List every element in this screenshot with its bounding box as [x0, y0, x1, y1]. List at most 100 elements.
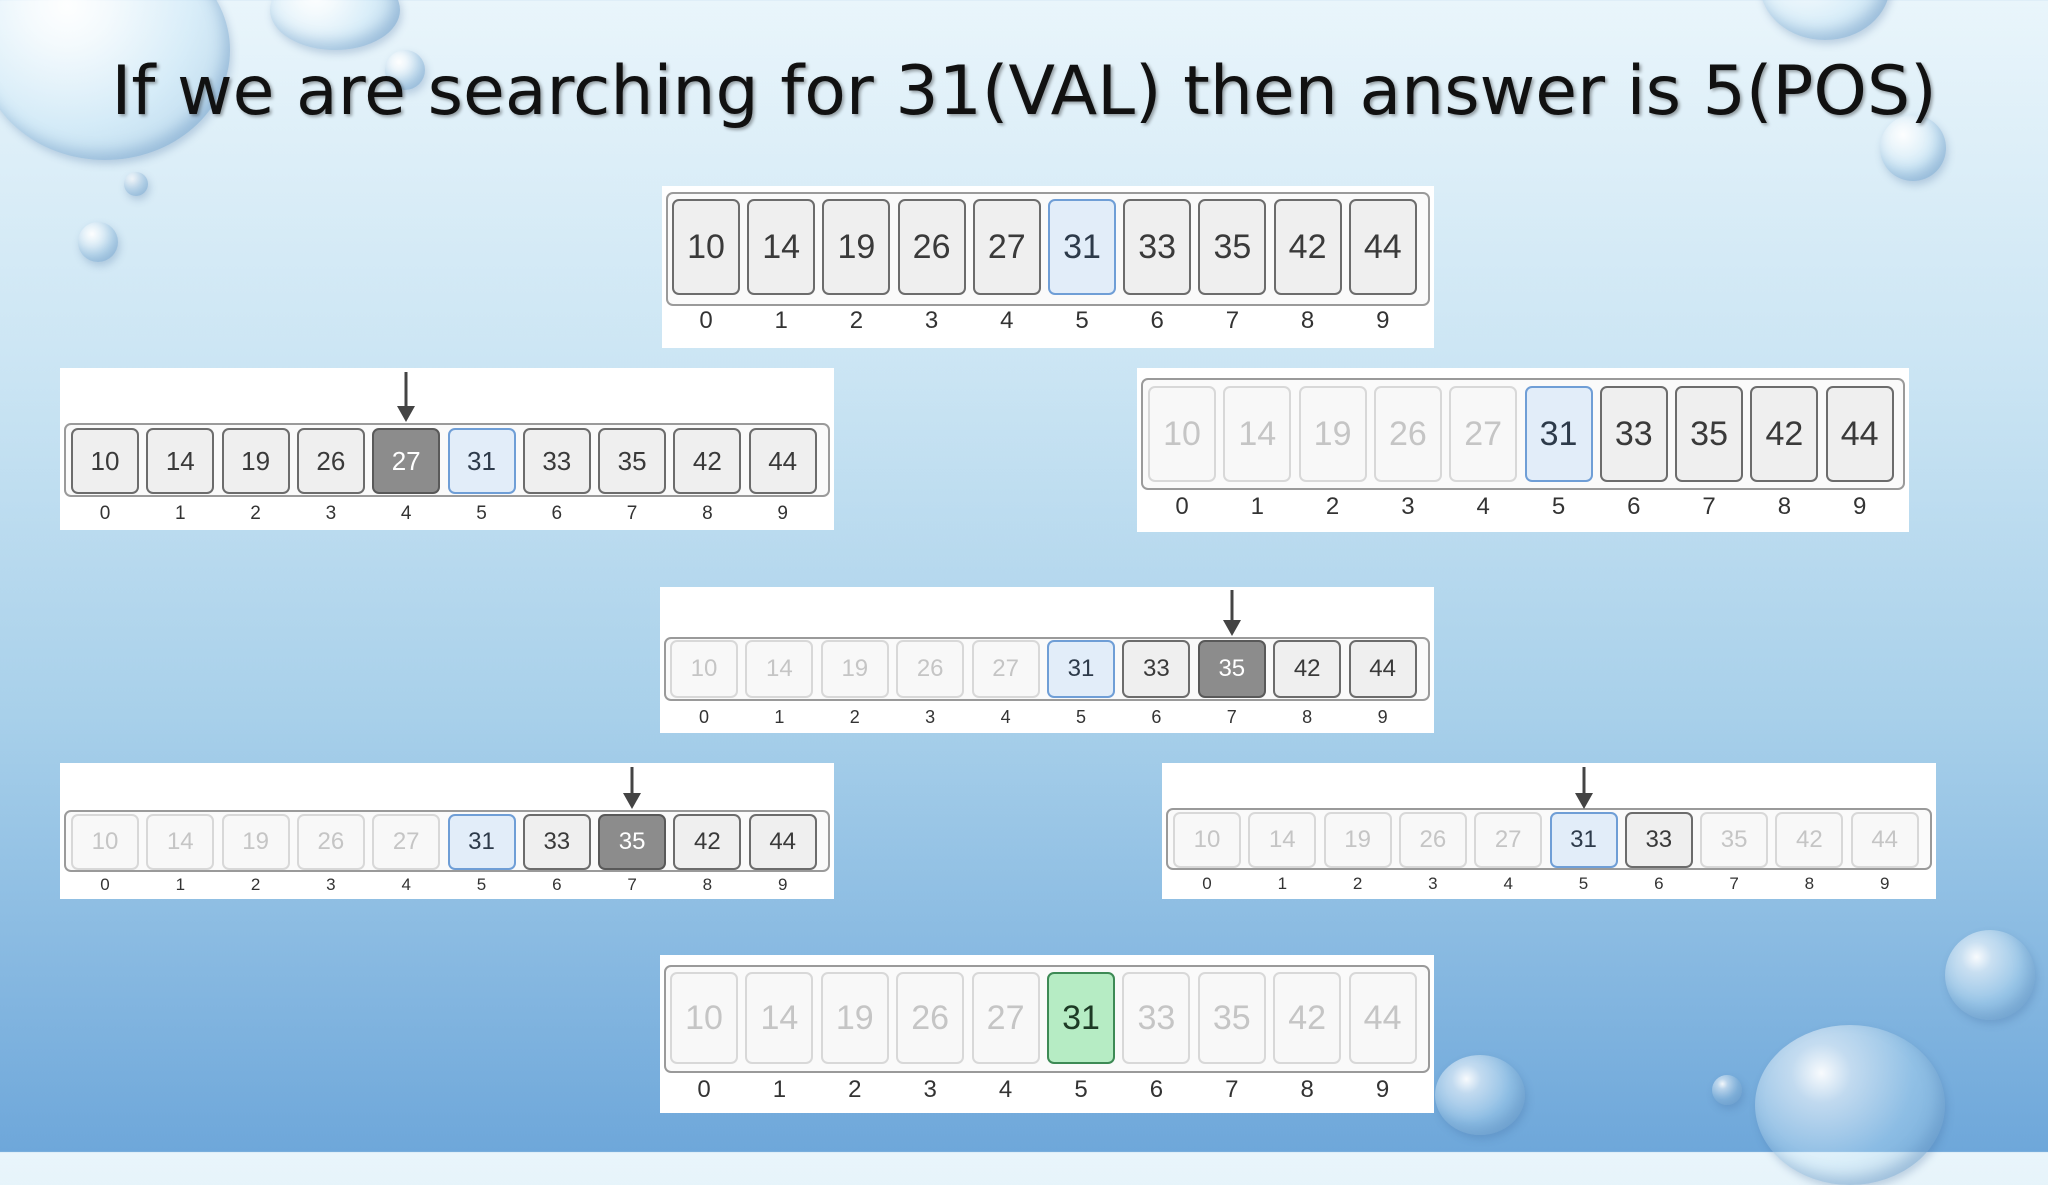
array-cell: 44 [1850, 812, 1919, 868]
array-cell: 19 [820, 972, 889, 1064]
array-index-label: 1 [1277, 874, 1288, 893]
array-cell: 19 [1323, 812, 1392, 868]
array-cell: 14 [146, 428, 215, 494]
water-drop-decoration [1945, 930, 2035, 1020]
water-drop-decoration [78, 222, 118, 262]
array-index-label: 5 [1075, 707, 1086, 727]
array-cell: 44 [1348, 972, 1417, 1064]
array-index-label: 8 [702, 875, 713, 894]
array-cell: 35 [1197, 972, 1266, 1064]
water-drop-decoration [1755, 1025, 1945, 1185]
array-index-label: 3 [924, 307, 939, 334]
array-cell: 44 [1348, 199, 1417, 295]
array-index-label: 7 [1225, 1076, 1239, 1103]
array-cell: 42 [1273, 199, 1342, 295]
array-index-label: 9 [1853, 493, 1867, 520]
array-index-label: 5 [476, 503, 487, 524]
array-index-label: 2 [250, 503, 261, 524]
array-index-label: 0 [697, 1076, 711, 1103]
water-drop-decoration [270, 0, 400, 50]
array-index-label: 4 [1476, 493, 1490, 520]
array-cell: 19 [1298, 386, 1367, 482]
array-cell: 27 [372, 814, 441, 870]
array-cell: 33 [1122, 640, 1191, 698]
array-cell: 33 [1122, 972, 1191, 1064]
array-cell: 10 [670, 640, 738, 698]
array-index-label: 0 [100, 875, 110, 894]
array-index-label: 0 [99, 503, 111, 524]
array-index-label: 9 [777, 875, 788, 894]
slide-title: If we are searching for 31(VAL) then ans… [111, 52, 1937, 131]
array-index-label: 1 [1250, 493, 1264, 520]
array-cell: 27 [372, 428, 441, 494]
array-index-label: 4 [1000, 707, 1011, 727]
array-index-label: 2 [250, 875, 261, 894]
array-index-label: 3 [1428, 874, 1438, 893]
array-cell: 26 [296, 814, 365, 870]
array-index-label: 3 [925, 707, 936, 727]
array-cell: 44 [1348, 640, 1417, 698]
array-cell: 10 [71, 814, 139, 870]
array-cell: 44 [1825, 386, 1894, 482]
array-cell: 10 [672, 199, 740, 295]
array-cell: 14 [747, 199, 816, 295]
array-index-label: 7 [1225, 307, 1240, 334]
array-index-label: 3 [325, 503, 337, 524]
array-index-label: 3 [326, 875, 336, 894]
array-cell: 19 [221, 814, 290, 870]
array-index-label: 1 [774, 707, 785, 727]
array-index-label: 5 [1578, 874, 1589, 893]
array-index-label: 8 [1777, 493, 1792, 520]
array-cell: 14 [1248, 812, 1317, 868]
water-drop-decoration [1760, 0, 1890, 40]
array-index-label: 0 [1175, 493, 1189, 520]
array-index-label: 4 [400, 503, 412, 524]
array-index-label: 4 [1000, 307, 1014, 334]
array-index-label: 7 [627, 875, 637, 894]
array-cell: 26 [896, 640, 965, 698]
array-cell: 14 [146, 814, 215, 870]
array-cell: 35 [1197, 640, 1266, 698]
array-index-label: 2 [1325, 493, 1340, 520]
array-index-label: 6 [551, 503, 563, 524]
array-index-label: 2 [1352, 874, 1363, 893]
water-drop-decoration [124, 172, 148, 196]
array-index-label: 5 [476, 875, 487, 894]
array-cell: 33 [522, 814, 591, 870]
array-index-label: 1 [772, 1076, 787, 1103]
array-index-label: 8 [1300, 307, 1315, 334]
down-arrow-icon [1574, 767, 1593, 809]
array-cell: 19 [221, 428, 290, 494]
array-cell: 10 [1173, 812, 1241, 868]
array-cell: 26 [896, 972, 965, 1064]
array-index-label: 4 [401, 875, 411, 894]
array-index-label: 7 [1702, 493, 1716, 520]
array-cell: 35 [598, 814, 667, 870]
array-cell: 10 [71, 428, 139, 494]
array-index-label: 6 [1149, 1076, 1164, 1103]
array-cell: 19 [820, 640, 889, 698]
down-arrow-icon [623, 767, 642, 809]
water-drop-decoration [1435, 1055, 1525, 1135]
array-cell: 33 [522, 428, 591, 494]
array-cell: 42 [673, 814, 742, 870]
array-cell: 31 [1524, 386, 1593, 482]
array-index-label: 9 [777, 503, 788, 524]
array-index-label: 9 [1375, 1076, 1390, 1103]
array-cell: 35 [1700, 812, 1769, 868]
array-cell: 42 [1750, 386, 1819, 482]
water-drop-decoration [1712, 1075, 1742, 1105]
array-index-label: 8 [702, 503, 713, 524]
array-cell: 26 [1398, 812, 1467, 868]
array-index-label: 3 [1401, 493, 1415, 520]
array-index-label: 1 [774, 307, 788, 334]
array-index-label: 6 [1150, 307, 1164, 334]
array-cell: 35 [1675, 386, 1744, 482]
array-cell: 33 [1599, 386, 1668, 482]
array-index-label: 9 [1377, 707, 1388, 727]
array-cell: 31 [1047, 640, 1115, 698]
array-cell: 26 [897, 199, 966, 295]
water-drop-decoration [1880, 115, 1946, 181]
array-index-label: 4 [998, 1076, 1013, 1103]
array-cell: 27 [972, 199, 1041, 295]
